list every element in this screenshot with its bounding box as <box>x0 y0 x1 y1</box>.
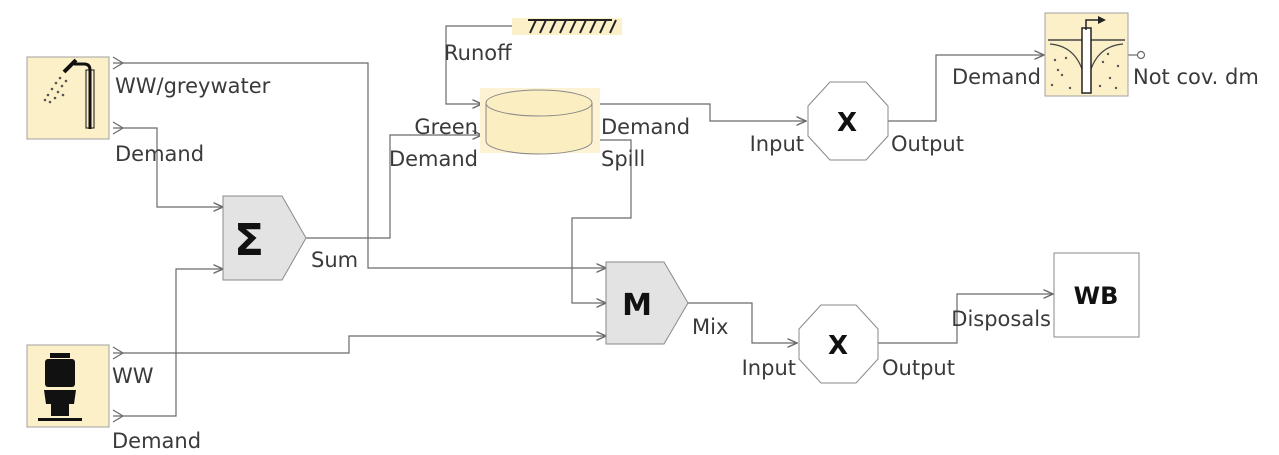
multiplier-2-out-label: Output <box>882 356 955 380</box>
runoff-label: Runoff <box>444 41 512 65</box>
toilet-in-arrow <box>112 409 125 423</box>
shower-node[interactable]: WW/greywater Demand <box>26 56 271 166</box>
runoff-source[interactable] <box>512 18 622 35</box>
tank-shape <box>485 103 593 155</box>
toilet-in-label: Demand <box>112 429 201 453</box>
toilet-out-label: WW <box>112 364 154 388</box>
tank-out-spill-label: Spill <box>601 147 645 171</box>
not-covered-port[interactable] <box>1136 50 1146 60</box>
wire-mult1-to-aquifer <box>888 55 1044 122</box>
multiplier-2-shape <box>798 304 879 384</box>
aquifer-in-label: Demand <box>952 65 1041 89</box>
wire-tank-to-mult1 <box>598 103 806 121</box>
tank-in-label-green: Green <box>414 115 478 139</box>
multiplier-2-symbol: X <box>828 331 848 361</box>
sum-block-shape <box>222 195 307 281</box>
tank-node[interactable]: Green Demand Runoff Demand Spill <box>389 41 690 171</box>
shower-out-label: WW/greywater <box>115 74 271 98</box>
sum-symbol: Σ <box>234 215 264 266</box>
wire-shower-demand-to-sum <box>113 127 223 207</box>
wire-spill-to-mixer <box>571 139 632 303</box>
wire-greywater-to-mixer <box>113 62 606 268</box>
multiplier-block-2[interactable]: X Input Output <box>742 304 955 384</box>
multiplier-1-out-label: Output <box>891 132 964 156</box>
tank-out-demand-label: Demand <box>601 115 690 139</box>
wire-toilet-ww-to-mixer <box>113 336 606 354</box>
mixer-block[interactable]: M Mix <box>605 261 728 345</box>
mixer-symbol: M <box>622 288 652 323</box>
sum-block[interactable]: Σ Sum <box>222 195 358 281</box>
wire-mixer-to-mult2 <box>688 302 797 343</box>
toilet-out-arrow <box>112 346 125 360</box>
multiplier-1-shape <box>807 81 889 161</box>
wb-block-shape <box>1053 252 1140 338</box>
toilet-icon <box>38 353 82 421</box>
sum-out-label: Sum <box>311 248 358 272</box>
runoff-ground-icon <box>528 19 617 34</box>
wire-mult2-to-wb <box>878 294 1053 344</box>
shower-out-arrow <box>112 56 125 70</box>
mixer-out-label: Mix <box>692 315 728 339</box>
wb-in-label: Disposals <box>951 307 1051 331</box>
wb-block[interactable]: WB Disposals <box>951 252 1140 338</box>
shower-icon <box>43 58 95 129</box>
aquifer-node[interactable]: Demand Not cov. dm <box>952 12 1259 97</box>
well-icon <box>1048 16 1125 94</box>
mixer-block-shape <box>605 261 689 345</box>
toilet-node[interactable]: WW Demand <box>26 344 201 453</box>
wire-sum-to-tank <box>306 135 482 239</box>
tank-top <box>485 89 593 117</box>
multiplier-block-1[interactable]: X Input Output <box>750 81 964 161</box>
wb-label: WB <box>1074 282 1119 310</box>
multiplier-2-in-label: Input <box>742 356 796 380</box>
shower-in-arrow <box>112 121 125 135</box>
tank-in-label-demand: Demand <box>389 147 478 171</box>
multiplier-1-in-label: Input <box>750 132 804 156</box>
aquifer-out-label: Not cov. dm <box>1133 65 1259 89</box>
wire-toilet-demand-to-sum <box>113 269 223 417</box>
multiplier-1-symbol: X <box>837 108 857 138</box>
shower-in-label: Demand <box>115 142 204 166</box>
